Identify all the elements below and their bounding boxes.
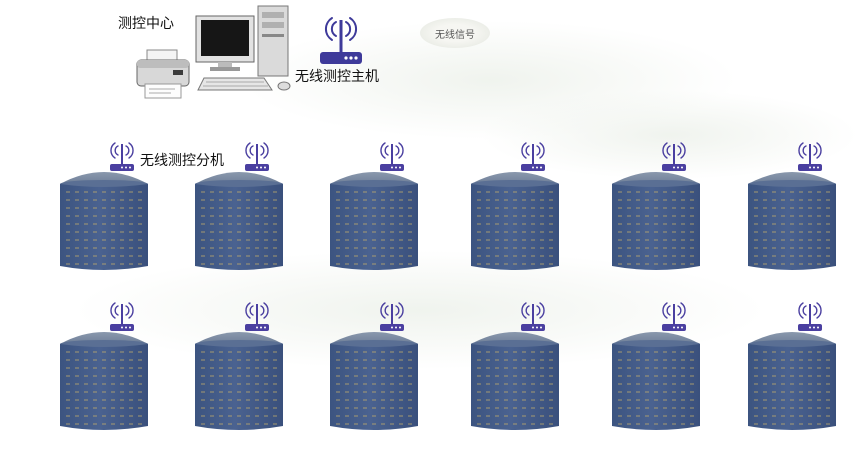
silo-with-wireless-slave: [191, 140, 287, 272]
grain-silo-icon: [195, 142, 283, 270]
wireless-router-icon: [316, 14, 366, 66]
wireless-host-label: 无线测控主机: [295, 69, 379, 85]
silo-with-wireless-slave: [467, 300, 563, 432]
desktop-computer-icon: [194, 4, 300, 96]
grain-silo-icon: [330, 302, 418, 430]
grain-silo-icon: [60, 302, 148, 430]
grain-silo-icon: [748, 142, 836, 270]
wireless-slave-label: 无线测控分机: [140, 153, 224, 169]
silo-with-wireless-slave: [326, 300, 422, 432]
grain-silo-icon: [612, 142, 700, 270]
silo-with-wireless-slave: [608, 300, 704, 432]
silo-with-wireless-slave: [56, 300, 152, 432]
silo-with-wireless-slave: [467, 140, 563, 272]
silo-with-wireless-slave: [744, 300, 840, 432]
grain-silo-icon: [612, 302, 700, 430]
grain-silo-icon: [471, 302, 559, 430]
grain-silo-icon: [195, 302, 283, 430]
silo-with-wireless-slave: [191, 300, 287, 432]
silo-with-wireless-slave: [744, 140, 840, 272]
silo-with-wireless-slave: [56, 140, 152, 272]
grain-silo-icon: [471, 142, 559, 270]
wireless-signal-cloud: 无线信号: [420, 18, 490, 48]
wireless-signal-label: 无线信号: [435, 29, 475, 41]
grain-silo-icon: [748, 302, 836, 430]
silo-with-wireless-slave: [608, 140, 704, 272]
grain-silo-icon: [330, 142, 418, 270]
grain-silo-icon: [60, 142, 148, 270]
silo-with-wireless-slave: [326, 140, 422, 272]
control-center-label: 测控中心: [118, 16, 174, 32]
printer-icon: [133, 48, 193, 100]
